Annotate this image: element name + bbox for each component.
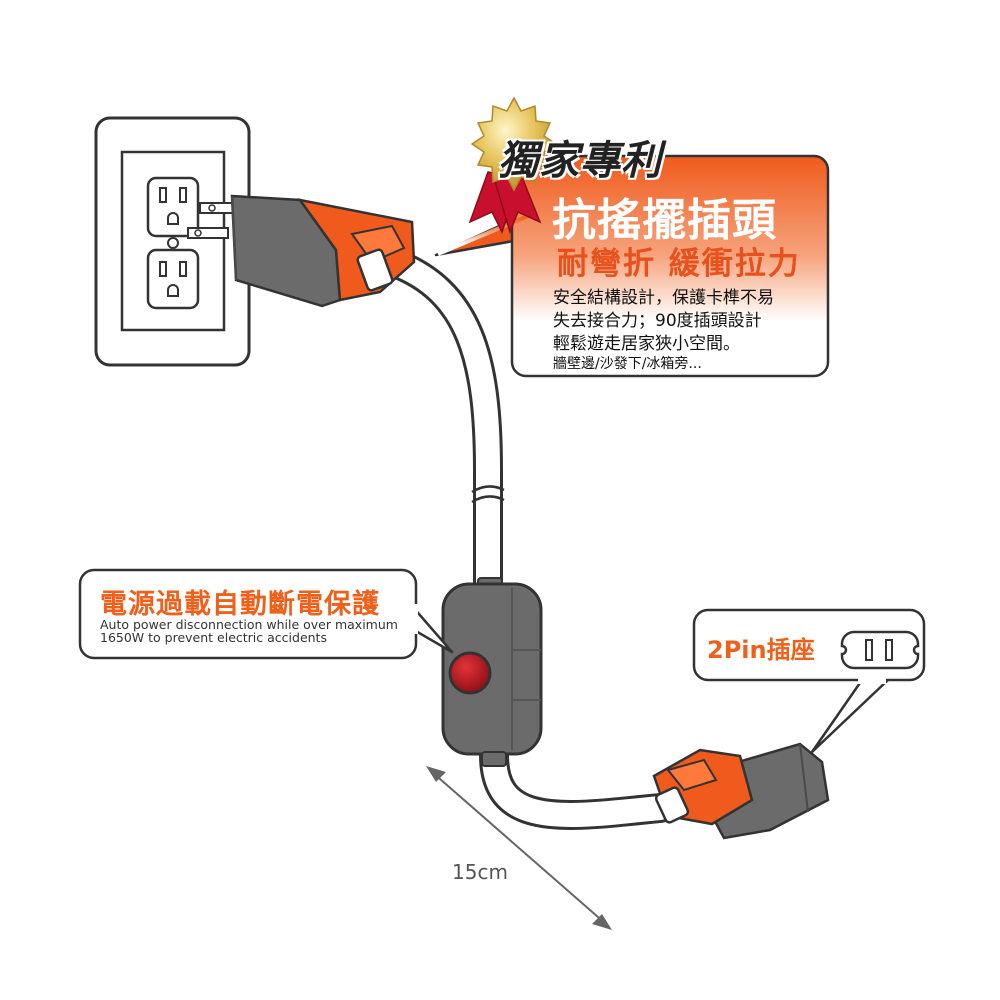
patent-desc-line-1: 安全結構設計，保護卡榫不易	[553, 288, 774, 308]
socket-callout	[692, 608, 926, 754]
outlet-receptacle-bottom	[146, 248, 200, 310]
power-cable	[377, 247, 675, 830]
dimension-arrow	[426, 766, 612, 930]
patent-desc-line-4: 牆壁邊/沙發下/冰箱旁...	[553, 356, 702, 372]
patent-subtitle: 耐彎折 緩衝拉力	[557, 246, 801, 282]
overload-desc-line-2: 1650W to prevent electric accidents	[100, 630, 327, 645]
patent-desc-line-3: 輕鬆遊走居家狹小空間。	[553, 334, 740, 354]
wall-outlet	[94, 116, 251, 367]
overload-desc-line-1: Auto power disconnection while over maxi…	[100, 617, 398, 632]
outlet-receptacle-top	[146, 176, 200, 238]
two-pin-socket-label: 2Pin插座	[707, 636, 815, 664]
patent-title: 抗搖擺插頭	[552, 195, 777, 246]
cable-length-label: 15cm	[452, 860, 508, 884]
gold-seal-badge	[468, 96, 558, 235]
angled-plug	[187, 194, 416, 308]
overload-protection-title: 電源過載自動斷電保護	[100, 589, 380, 620]
overload-switch-body	[441, 577, 543, 767]
exclusive-patent-badge-text: 獨家專利	[498, 138, 662, 184]
overload-indicator-light	[448, 651, 492, 695]
socket-connector	[652, 742, 830, 840]
patent-desc-line-2: 失去接合力；90度插頭設計	[553, 311, 762, 331]
overload-callout	[78, 568, 454, 660]
two-pin-socket-icon	[840, 630, 920, 670]
